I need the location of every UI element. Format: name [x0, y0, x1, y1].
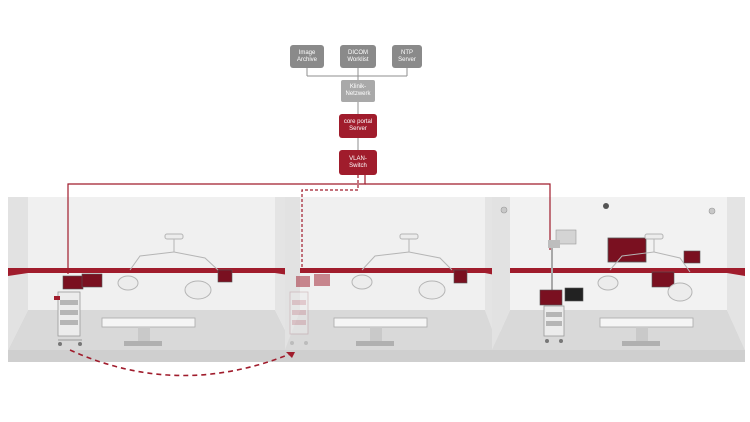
- monitor-icon: [62, 269, 233, 290]
- node-label-line-2: Worklist: [347, 56, 369, 63]
- vlan-connections: [67, 175, 551, 274]
- ceiling-camera-icon: [500, 203, 716, 215]
- dicom-worklist-node: DICOM Worklist: [340, 45, 376, 68]
- operating-table-icon: [333, 317, 428, 346]
- node-label-line-2: Archive: [296, 56, 317, 63]
- monitor-icon: [296, 274, 330, 287]
- monitor-icon: [539, 237, 701, 306]
- boom-arm: [548, 229, 577, 292]
- node-label-line-2: Netzwerk: [345, 91, 371, 97]
- ntp-server-node: NTP Server: [392, 45, 422, 68]
- node-label-line-1: NTP: [401, 49, 413, 56]
- surgical-light-icon: [351, 233, 453, 300]
- node-label-line-1: Klinik-: [349, 84, 367, 90]
- core-portal-server-node: core portal Server: [339, 114, 377, 138]
- medical-cart-icon: [54, 291, 82, 346]
- operating-table-icon: [101, 317, 196, 346]
- network-connectors: [306, 68, 408, 150]
- surgical-light-icon: [597, 233, 693, 302]
- medical-cart-icon: [289, 291, 309, 345]
- node-label-line-1: VLAN-: [349, 155, 367, 162]
- node-label-line-1: core portal: [343, 119, 373, 125]
- node-label-line-1: Image: [298, 49, 316, 56]
- operating-room-1: [8, 197, 295, 362]
- surgical-light-icon: [117, 233, 219, 300]
- klinik-netzwerk-node: Klinik- Netzwerk: [341, 80, 375, 102]
- medical-cart-icon: [543, 305, 565, 343]
- operating-table-icon: [599, 317, 694, 346]
- node-label-line-1: DICOM: [348, 49, 368, 56]
- node-label-line-2: Switch: [349, 162, 367, 169]
- operating-room-3: [492, 197, 745, 362]
- monitor-icon: [453, 269, 468, 284]
- vlan-switch-node: VLAN- Switch: [339, 150, 377, 175]
- node-label-line-2: Server: [398, 56, 416, 63]
- cart-move-arrow: [69, 349, 296, 377]
- node-label-line-2: Server: [349, 126, 367, 132]
- image-archive-node: Image Archive: [290, 45, 324, 68]
